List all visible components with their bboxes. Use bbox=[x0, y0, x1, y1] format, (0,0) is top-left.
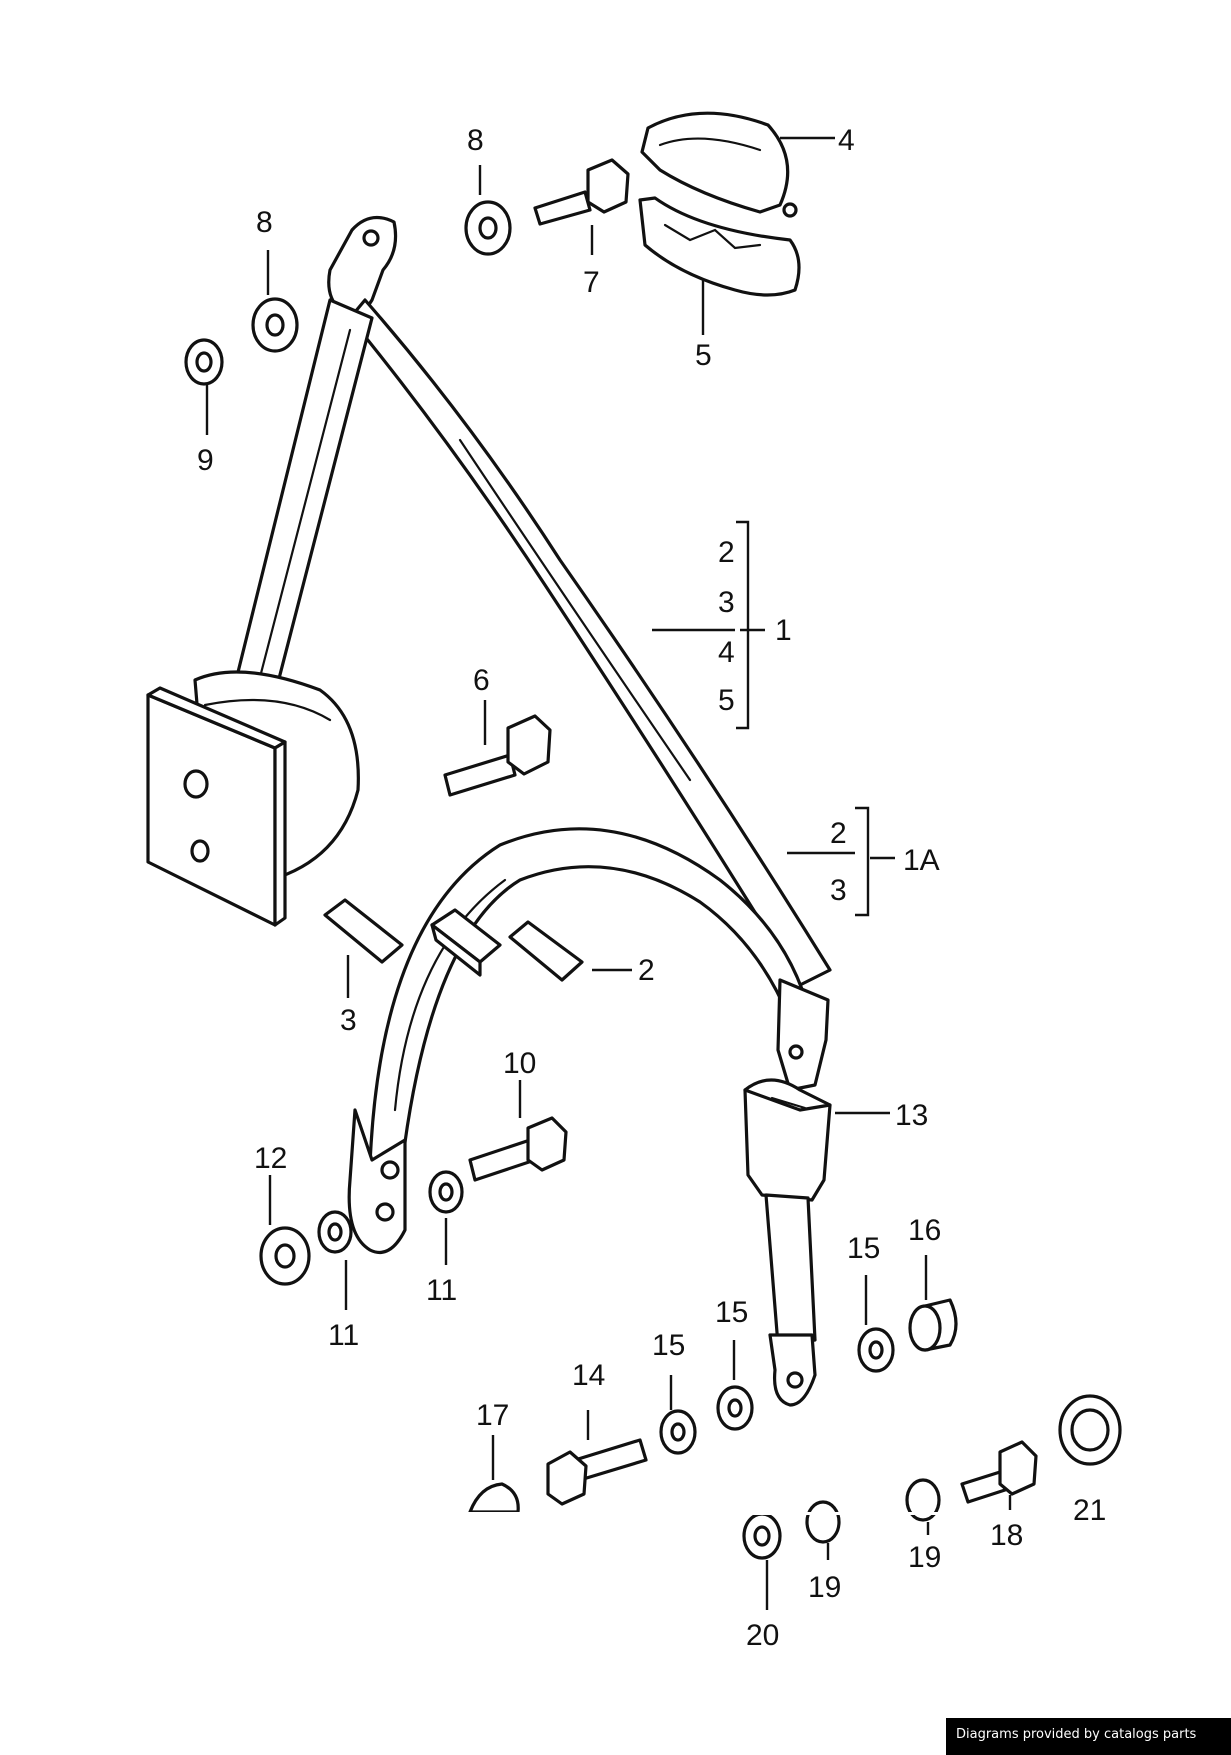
belt-retractor bbox=[146, 670, 360, 927]
label-11-left: 11 bbox=[328, 1319, 359, 1352]
label-20: 20 bbox=[746, 1619, 779, 1652]
label-19-a: 19 bbox=[808, 1571, 841, 1604]
crop-edge bbox=[440, 1512, 1060, 1515]
callout-labels: 4 5 7 8 8 9 2 3 4 5 1 6 2 3 1A 3 2 10 13… bbox=[197, 124, 1106, 1652]
label-17: 17 bbox=[476, 1399, 509, 1432]
label-8-left: 8 bbox=[256, 206, 273, 239]
label-11-right: 11 bbox=[426, 1274, 457, 1307]
label-7: 7 bbox=[583, 266, 600, 299]
bracket1a-item-2: 2 bbox=[830, 817, 847, 850]
label-4: 4 bbox=[838, 124, 855, 157]
label-10: 10 bbox=[503, 1047, 536, 1080]
bracket1-item-4: 4 bbox=[718, 636, 735, 669]
shoulder-belt-assembly bbox=[218, 215, 832, 987]
bracket1-item-3: 3 bbox=[718, 586, 735, 619]
label-16: 16 bbox=[908, 1214, 941, 1247]
label-1a: 1A bbox=[903, 844, 940, 877]
label-14: 14 bbox=[572, 1359, 605, 1392]
label-15-a: 15 bbox=[652, 1329, 685, 1362]
label-5: 5 bbox=[695, 339, 712, 372]
label-6: 6 bbox=[473, 664, 490, 697]
credit-text: Diagrams provided by catalogs parts bbox=[956, 1727, 1197, 1742]
label-12: 12 bbox=[254, 1142, 287, 1175]
label-19-b: 19 bbox=[908, 1541, 941, 1574]
label-15-c: 15 bbox=[847, 1232, 880, 1265]
label-21: 21 bbox=[1073, 1494, 1106, 1527]
label-1: 1 bbox=[775, 614, 792, 647]
hardware-parts bbox=[184, 111, 1122, 1560]
label-15-b: 15 bbox=[715, 1296, 748, 1329]
label-3: 3 bbox=[340, 1004, 357, 1037]
bracket1-item-2: 2 bbox=[718, 536, 735, 569]
label-8-top: 8 bbox=[467, 124, 484, 157]
label-2: 2 bbox=[638, 954, 655, 987]
lap-belt bbox=[347, 827, 812, 1255]
label-9: 9 bbox=[197, 444, 214, 477]
bracket1a-item-3: 3 bbox=[830, 874, 847, 907]
label-13: 13 bbox=[895, 1099, 928, 1132]
buckle-assembly bbox=[743, 978, 832, 1407]
leader-lines bbox=[205, 136, 1012, 1610]
credit-banner bbox=[946, 1718, 1231, 1755]
label-18: 18 bbox=[990, 1519, 1023, 1552]
bracket1-item-5: 5 bbox=[718, 684, 735, 717]
